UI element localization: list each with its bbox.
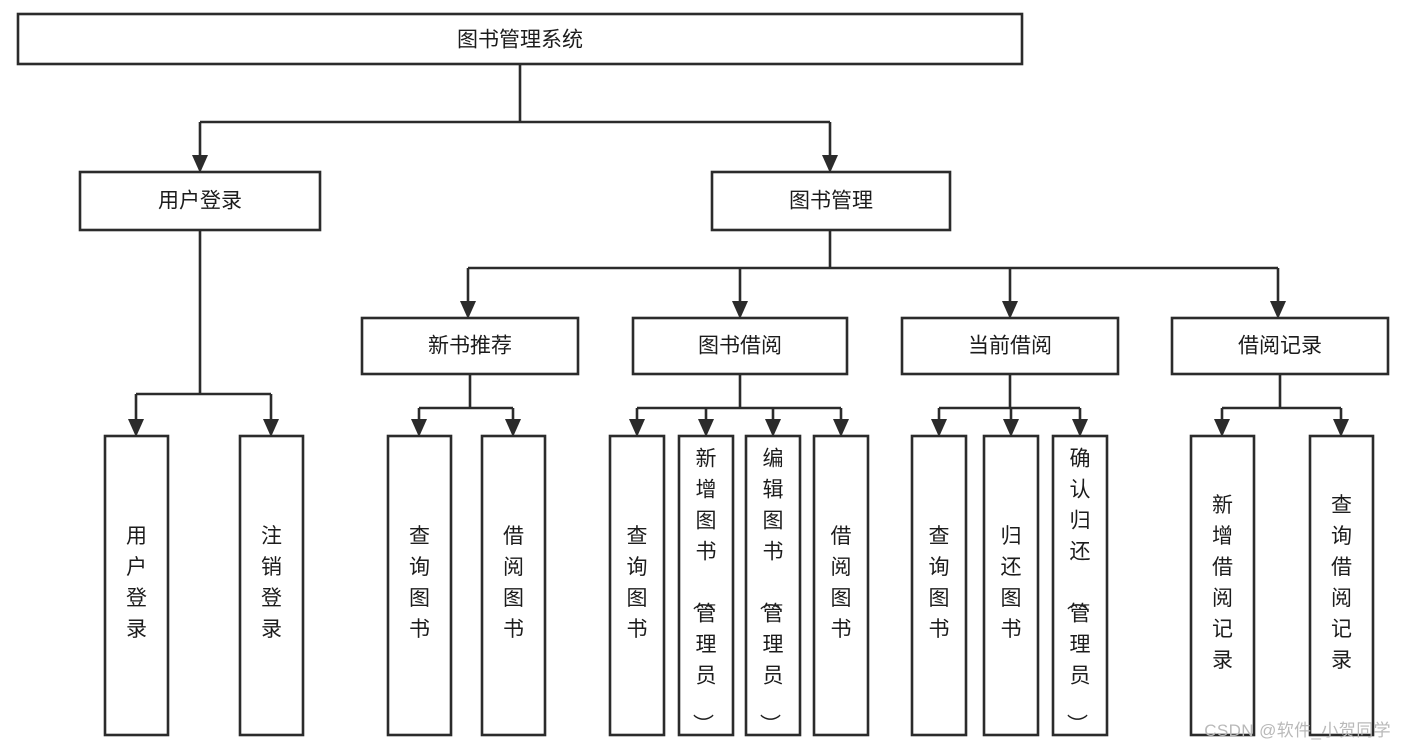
arrow-new-book-rec-leaf2-icon [505,419,521,437]
node-user-login-label: 用户登录 [158,190,242,213]
leaf-query-book-bor[interactable]: 查询图书 [608,434,666,737]
arrow-book-borrow-leaf2-icon [698,419,714,437]
leaf-logout[interactable]: 注销登录 [238,434,305,737]
leaf-edit-book-label: 编辑图书（管理员） [758,448,784,735]
leaf-return-book[interactable]: 归还图书 [982,434,1040,737]
leaf-borrow-book-rec-label: 借阅图书 [503,525,524,641]
leaf-query-book-cur-label: 查询图书 [929,525,950,641]
node-book-borrow[interactable]: 图书借阅 [631,316,849,376]
leaf-query-record[interactable]: 查询借阅记录 [1308,434,1375,737]
leaf-query-book-cur-box[interactable] [910,434,968,737]
leaf-user-login-box[interactable] [103,434,170,737]
node-book-management-label: 图书管理 [789,190,873,213]
leaf-query-record-box[interactable] [1308,434,1375,737]
node-borrow-record[interactable]: 借阅记录 [1170,316,1390,376]
edge-group-book-mgmt [460,230,1286,319]
arrow-book-mgmt-to-borrow-record-icon [1270,301,1286,319]
arrow-book-mgmt-to-book-borrow-icon [732,301,748,319]
leaf-borrow-book-rec[interactable]: 借阅图书 [480,434,547,737]
edge-group-new-book-rec [411,374,521,437]
leaf-add-book-label: 新增图书（管理员） [691,448,717,735]
leaf-add-book[interactable]: 新增图书（管理员） [677,434,735,737]
csdn-watermark: CSDN @软件_小贺同学 [1204,721,1391,740]
leaf-node-layer: 用户登录 注销登录 查询图书 借阅图书 查询图书 新增图书（管理员） 编辑图书（管理员） 借阅… [103,434,1375,737]
leaf-logout-box[interactable] [238,434,305,737]
leaf-borrow-book-rec-box[interactable] [480,434,547,737]
leaf-add-record[interactable]: 新增借阅记录 [1189,434,1256,737]
leaf-user-login[interactable]: 用户登录 [103,434,170,737]
arrow-user-login-leaf1-icon [128,419,144,437]
arrow-root-to-book-mgmt-icon [822,155,838,173]
leaf-confirm-return-label: 确认归还（管理员） [1065,448,1091,735]
arrow-borrow-record-leaf1-icon [1214,419,1230,437]
node-borrow-record-label: 借阅记录 [1238,335,1322,358]
arrow-current-borrow-leaf3-icon [1072,419,1088,437]
arrow-book-mgmt-to-new-book-rec-icon [460,301,476,319]
leaf-logout-label: 注销登录 [261,525,282,641]
leaf-query-book-cur[interactable]: 查询图书 [910,434,968,737]
leaf-confirm-return-box[interactable] [1051,434,1109,737]
node-user-login-box[interactable] [78,170,322,232]
arrow-current-borrow-leaf1-icon [931,419,947,437]
node-root-label: 图书管理系统 [457,29,583,52]
node-root-box[interactable] [16,12,1024,66]
node-new-book-recommend[interactable]: 新书推荐 [360,316,580,376]
node-new-book-recommend-label: 新书推荐 [428,335,512,358]
leaf-return-book-label: 归还图书 [1001,525,1022,641]
arrow-new-book-rec-leaf1-icon [411,419,427,437]
arrow-book-mgmt-to-current-borrow-icon [1002,301,1018,319]
node-user-login[interactable]: 用户登录 [78,170,322,232]
arrow-borrow-record-leaf2-icon [1333,419,1349,437]
node-current-borrow-label: 当前借阅 [968,335,1052,358]
leaf-query-book-rec-box[interactable] [386,434,453,737]
leaf-user-login-label: 用户登录 [126,525,147,641]
arrow-user-login-leaf2-icon [263,419,279,437]
node-current-borrow[interactable]: 当前借阅 [900,316,1120,376]
node-book-management[interactable]: 图书管理 [710,170,952,232]
edge-group-current-borrow [931,374,1088,437]
node-current-borrow-box[interactable] [900,316,1120,376]
edge-group-user-login [128,230,279,437]
leaf-borrow-book-bor[interactable]: 借阅图书 [812,434,870,737]
leaf-query-book-rec[interactable]: 查询图书 [386,434,453,737]
arrow-current-borrow-leaf2-icon [1003,419,1019,437]
leaf-edit-book[interactable]: 编辑图书（管理员） [744,434,802,737]
leaf-confirm-return[interactable]: 确认归还（管理员） [1051,434,1109,737]
node-borrow-record-box[interactable] [1170,316,1390,376]
leaf-edit-book-box[interactable] [744,434,802,737]
arrow-book-borrow-leaf1-icon [629,419,645,437]
leaf-query-book-bor-label: 查询图书 [627,525,648,641]
arrow-root-to-user-login-icon [192,155,208,173]
arrow-book-borrow-leaf3-icon [765,419,781,437]
leaf-borrow-book-bor-label: 借阅图书 [831,525,852,641]
leaf-query-book-rec-label: 查询图书 [409,525,430,641]
leaf-add-record-box[interactable] [1189,434,1256,737]
leaf-add-record-label: 新增借阅记录 [1212,494,1233,672]
edge-group-borrow-record [1214,374,1349,437]
leaf-query-record-label: 查询借阅记录 [1331,494,1352,672]
edge-group-root [192,64,838,173]
leaf-borrow-book-bor-box[interactable] [812,434,870,737]
node-new-book-recommend-box[interactable] [360,316,580,376]
leaf-add-book-box[interactable] [677,434,735,737]
arrow-book-borrow-leaf4-icon [833,419,849,437]
leaf-query-book-bor-box[interactable] [608,434,666,737]
leaf-return-book-box[interactable] [982,434,1040,737]
node-root[interactable]: 图书管理系统 [16,12,1024,66]
node-book-borrow-box[interactable] [631,316,849,376]
node-book-management-box[interactable] [710,170,952,232]
edge-group-book-borrow [629,374,849,437]
node-book-borrow-label: 图书借阅 [698,335,782,358]
